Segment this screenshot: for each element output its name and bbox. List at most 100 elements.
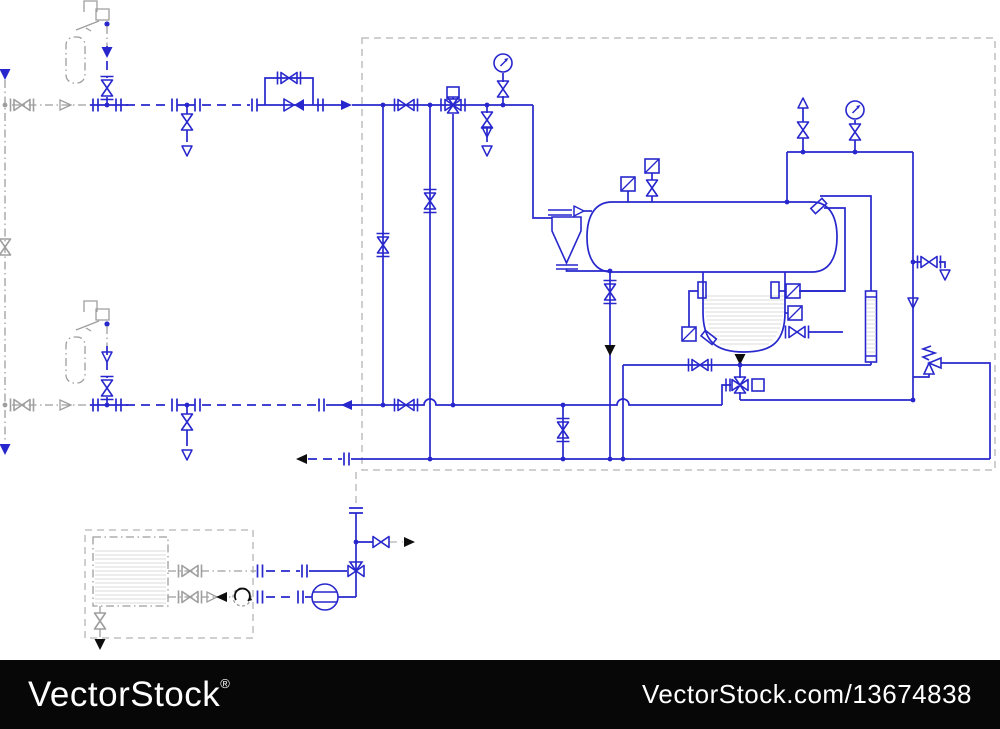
tank-package	[84, 529, 264, 650]
registered-mark: ®	[220, 675, 231, 691]
instrument-square-icon	[681, 326, 697, 342]
nozzle-flange	[697, 281, 707, 299]
gate-valve-icon	[555, 417, 571, 443]
level-gauge-loop	[799, 195, 878, 365]
vessel-top-loop	[784, 97, 913, 205]
three-way-valve-icon	[347, 561, 365, 578]
flange-pair-icon	[194, 97, 201, 113]
flow-arrow-icon	[296, 454, 307, 464]
gate-valve-icon	[687, 357, 713, 373]
flow-arrow-icon	[341, 100, 352, 110]
cyclone-separator	[548, 205, 610, 272]
vectorstock-logo: VectorStock®	[28, 674, 231, 714]
gate-valve-icon	[9, 397, 35, 413]
gate-valve-icon	[784, 324, 810, 340]
right-main-leg	[907, 152, 951, 403]
boot-drain-header	[622, 354, 913, 459]
gate-valve-icon	[372, 535, 390, 549]
gate-valve-icon	[375, 232, 391, 258]
bottom-export-header	[296, 405, 990, 467]
watermark-footer: VectorStock® VectorStock.com/13674838	[0, 660, 1000, 729]
flange-pair-icon	[171, 397, 178, 413]
flange-pair-icon	[318, 397, 325, 413]
gate-valve-icon	[602, 279, 618, 305]
flow-arrow-icon	[59, 98, 73, 112]
flange-pair-icon	[256, 589, 264, 605]
bypass-loop	[264, 77, 314, 105]
pressure-gauge-icon	[845, 100, 865, 120]
nozzle-flange	[770, 281, 780, 299]
transfer-lines	[266, 507, 415, 611]
flow-arrow-icon	[404, 537, 415, 547]
mid-return-header	[202, 397, 722, 413]
gate-valve-icon	[796, 121, 810, 139]
check-valve-icon	[206, 590, 227, 604]
instrument-square-icon	[787, 305, 803, 321]
gate-valve-icon	[180, 113, 194, 131]
level-gauge	[864, 290, 878, 363]
gate-valve-icon	[177, 589, 203, 605]
flow-arrow-icon	[604, 345, 616, 356]
watermark-url: VectorStock.com/13674838	[642, 679, 972, 709]
flange-pair-icon	[301, 563, 308, 579]
nozzle-flange	[699, 329, 718, 346]
relief-valve-line	[913, 345, 991, 459]
flange-pair-icon	[297, 589, 304, 605]
vent-arrow-icon	[481, 145, 493, 157]
pid-diagram	[0, 0, 996, 650]
gate-valve-icon	[480, 111, 494, 129]
gate-valve-icon	[496, 80, 510, 98]
flange-pair-icon	[348, 507, 364, 514]
vent-arrow-icon	[181, 145, 193, 157]
feed-unit-bottom	[65, 300, 115, 405]
vessel-boot	[681, 272, 845, 353]
package-boundary	[84, 529, 254, 639]
gate-valve-icon	[93, 612, 107, 630]
flow-arrow-icon	[94, 639, 106, 650]
flange-pair-icon	[171, 97, 178, 113]
instrument-square-icon	[620, 176, 636, 192]
gate-valve-icon	[848, 123, 862, 141]
gate-valve-icon	[99, 75, 115, 101]
flange-pair-icon	[251, 97, 258, 113]
vent-arrow-icon	[939, 269, 951, 281]
gate-valve-icon	[645, 179, 659, 197]
flange-pair-icon	[194, 397, 201, 413]
gate-valve-icon	[177, 563, 203, 579]
top-feed-header	[9, 53, 533, 157]
gate-valve-icon	[393, 397, 419, 413]
gate-valve-icon	[422, 188, 438, 214]
gate-valve-icon	[393, 97, 419, 113]
gate-valve-icon	[9, 97, 35, 113]
flange-pair-icon	[256, 563, 264, 579]
pressure-gauge-icon	[493, 53, 513, 73]
gray-vessel-outline	[65, 336, 86, 384]
flow-arrow-icon	[573, 205, 585, 217]
flow-meter-icon	[311, 583, 339, 611]
gate-valve-icon	[916, 254, 942, 270]
gray-vessel-outline	[65, 36, 86, 84]
gate-valve-icon	[99, 375, 115, 401]
battery-limit-boundary	[355, 37, 996, 505]
three-way-valve-icon	[725, 376, 765, 394]
flow-arrow-icon	[0, 69, 11, 80]
gate-valve-icon	[276, 70, 302, 86]
boot-liquid-hatch	[704, 295, 784, 345]
flow-arrow-icon	[0, 444, 11, 455]
instrument-square-icon	[644, 158, 660, 174]
flow-arrow-icon	[101, 47, 113, 58]
junction-dot	[104, 21, 110, 27]
feed-unit-top	[65, 0, 115, 105]
storage-tank	[92, 536, 169, 607]
gate-valve-icon	[180, 413, 194, 431]
left-utility-rail	[0, 69, 12, 455]
flow-arrow-icon	[341, 400, 352, 410]
relief-valve-icon	[920, 345, 942, 375]
four-way-valve-icon	[440, 86, 466, 114]
vent-arrow-icon	[181, 449, 193, 461]
nozzle-flange	[809, 197, 828, 215]
pump-icon	[232, 587, 253, 607]
flange-pair-icon	[343, 451, 350, 467]
lower-feed-header	[9, 397, 201, 461]
